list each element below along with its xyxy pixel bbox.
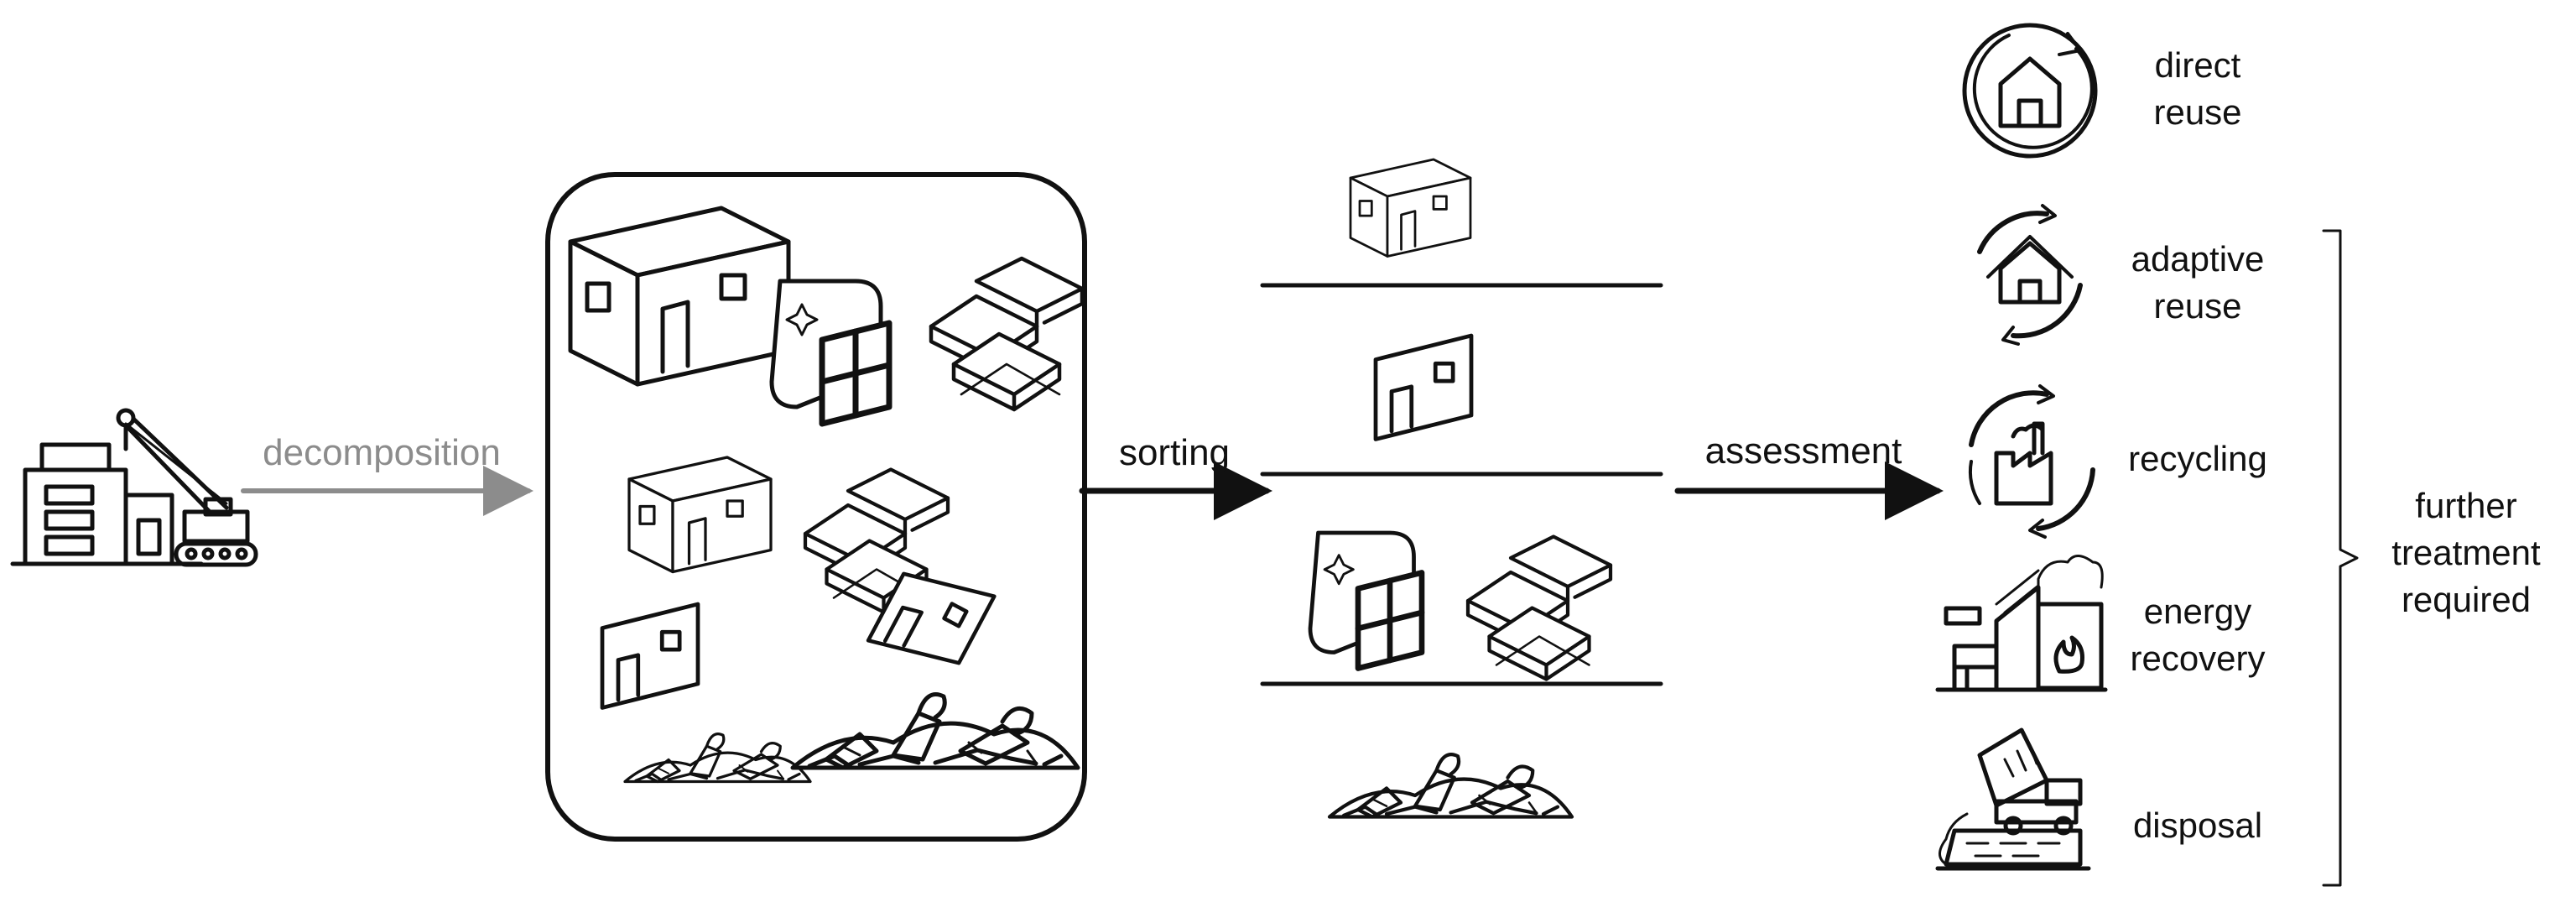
further-treatment-line1: further — [2415, 486, 2517, 525]
house-cycle-icon — [1962, 23, 2098, 159]
factory-cycle-icon — [1968, 384, 2095, 539]
option-energy-recovery-line2: recovery — [2130, 639, 2266, 678]
assessment-label: assessment — [1704, 430, 1902, 472]
further-treatment-line2: treatment — [2391, 533, 2541, 572]
mixed-materials-box — [545, 172, 1087, 842]
option-recycling-line1: recycling — [2128, 439, 2267, 478]
option-energy-recovery-label: energy recovery — [2097, 588, 2298, 682]
further-treatment-label: further treatment required — [2365, 482, 2567, 623]
incinerator-icon — [1935, 555, 2108, 692]
option-disposal-line1: disposal — [2132, 806, 2263, 845]
option-adaptive-reuse-line2: reuse — [2153, 286, 2242, 326]
further-treatment-line3: required — [2401, 580, 2532, 619]
option-direct-reuse-line2: reuse — [2153, 92, 2242, 132]
sorted-materials-column — [1260, 158, 1663, 817]
option-adaptive-reuse-label: adaptive reuse — [2097, 236, 2298, 330]
crane-icon — [123, 417, 258, 567]
further-treatment-bracket — [2322, 229, 2359, 887]
option-adaptive-reuse-line1: adaptive — [2131, 239, 2265, 279]
option-direct-reuse-line1: direct — [2154, 45, 2241, 85]
decomposition-label: decomposition — [263, 432, 501, 473]
option-energy-recovery-line1: energy — [2143, 592, 2252, 631]
demolition-building-icon — [10, 408, 204, 566]
house-arrows-icon — [1977, 204, 2083, 346]
option-direct-reuse-label: direct reuse — [2097, 42, 2298, 136]
dump-truck-icon — [1935, 727, 2091, 871]
sorting-label: sorting — [1118, 432, 1231, 473]
option-recycling-label: recycling — [2097, 435, 2298, 482]
option-disposal-label: disposal — [2097, 802, 2298, 849]
materials-inside-box — [570, 208, 1082, 784]
